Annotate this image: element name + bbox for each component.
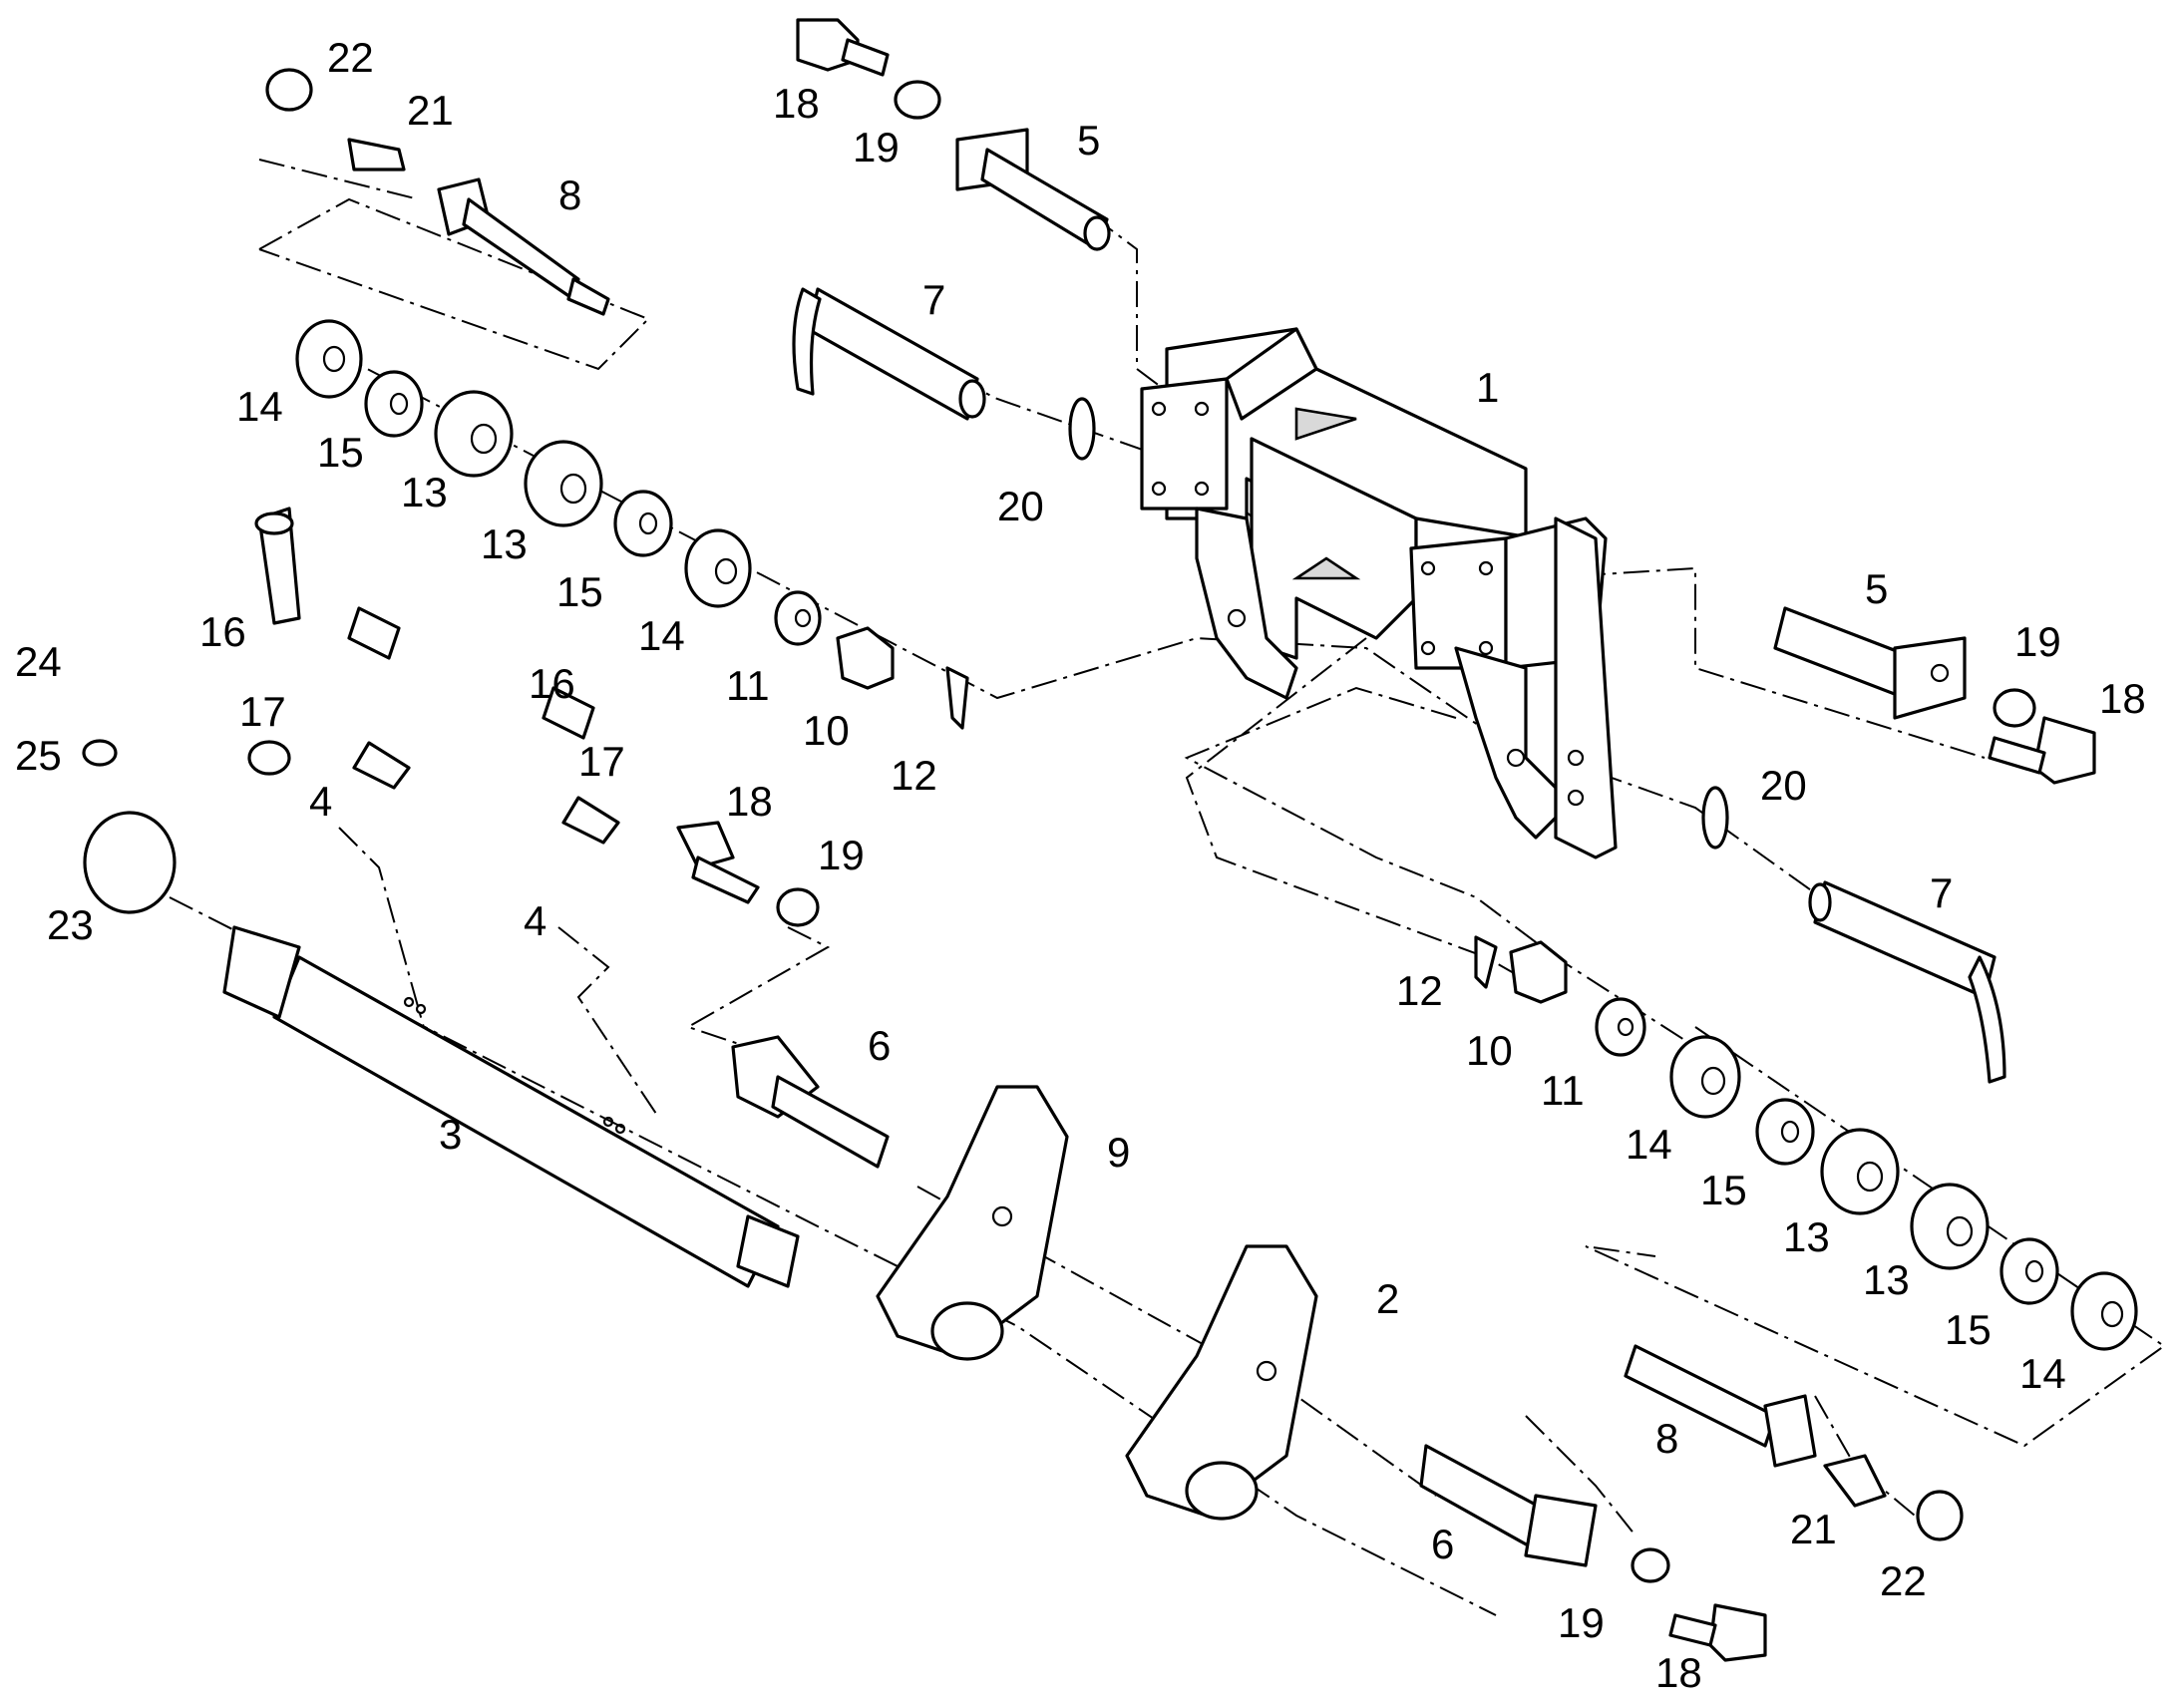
- callout-25: 25: [15, 732, 62, 779]
- callout-15b: 15: [556, 568, 603, 615]
- callout-6b: 6: [1431, 1521, 1454, 1567]
- hardware: [82, 18, 2096, 1662]
- callout-7b: 7: [1930, 869, 1953, 916]
- callout-16: 16: [199, 608, 246, 655]
- callout-16b: 16: [529, 660, 575, 707]
- callout-14: 14: [236, 383, 283, 430]
- callout-14d: 14: [2019, 1350, 2066, 1397]
- callout-21b: 21: [1790, 1506, 1837, 1552]
- callout-6: 6: [868, 1022, 891, 1069]
- callout-21: 21: [407, 87, 454, 134]
- callout-19b: 19: [2014, 618, 2061, 665]
- pin-part-5-right: [1773, 606, 1967, 720]
- callout-22b: 22: [1880, 1557, 1927, 1604]
- callout-13: 13: [401, 469, 448, 515]
- pin-part-5-upper: [955, 128, 1111, 251]
- callout-18: 18: [773, 80, 820, 127]
- pin-part-6-upper: [731, 1035, 890, 1169]
- callout-15: 15: [317, 429, 364, 476]
- pin-part-6-lower: [1419, 1444, 1598, 1567]
- callout-19c: 19: [818, 832, 865, 878]
- callout-15d: 15: [1945, 1306, 1992, 1353]
- callout-24: 24: [15, 638, 62, 685]
- callout-2: 2: [1376, 1275, 1399, 1322]
- callout-18d: 18: [1655, 1649, 1702, 1696]
- callout-18c: 18: [726, 778, 773, 825]
- callout-12: 12: [891, 752, 937, 799]
- callout-5: 5: [1077, 117, 1100, 164]
- pin-part-7-lower: [1808, 880, 2006, 1084]
- shaft-part-3: [222, 925, 800, 1288]
- callout-labels: 1 2 3 4 4 5 5 6 6 7 7 8 8 9 10 10 11 11 …: [15, 34, 2146, 1696]
- callout-10: 10: [803, 707, 850, 754]
- callout-3: 3: [439, 1111, 462, 1158]
- callout-20b: 20: [1760, 762, 1807, 809]
- callout-5b: 5: [1865, 565, 1888, 612]
- pin-part-8-lower: [1624, 1344, 1817, 1468]
- callout-8: 8: [558, 171, 581, 218]
- callout-23: 23: [47, 901, 94, 948]
- callout-11b: 11: [1541, 1067, 1585, 1114]
- callout-4b: 4: [524, 897, 546, 944]
- callout-10b: 10: [1466, 1027, 1513, 1074]
- callout-19d: 19: [1558, 1599, 1605, 1646]
- callout-14b: 14: [638, 612, 685, 659]
- callout-8b: 8: [1655, 1415, 1678, 1462]
- callout-1: 1: [1476, 364, 1499, 411]
- bushing-stack-lower: [1509, 940, 2138, 1351]
- callout-13c: 13: [1783, 1213, 1830, 1260]
- lever-part-9: [876, 1085, 1069, 1361]
- callout-18b: 18: [2099, 675, 2146, 722]
- callout-14c: 14: [1626, 1121, 1672, 1168]
- callout-15c: 15: [1700, 1167, 1747, 1213]
- callout-17b: 17: [578, 738, 625, 785]
- callout-4: 4: [309, 778, 332, 825]
- callout-13b: 13: [481, 520, 528, 567]
- callout-20: 20: [997, 483, 1044, 529]
- bushing-stack-upper: [295, 319, 895, 690]
- pin-part-7-upper: [792, 287, 986, 421]
- pin-part-8-upper: [437, 177, 610, 316]
- lever-part-2: [1125, 1244, 1318, 1521]
- frame-part-1: [1140, 327, 1618, 859]
- callout-17: 17: [239, 688, 286, 735]
- callout-11: 11: [726, 662, 770, 709]
- callout-13d: 13: [1863, 1256, 1910, 1303]
- callout-12b: 12: [1396, 967, 1443, 1014]
- callout-19: 19: [853, 124, 900, 171]
- callout-7: 7: [922, 276, 945, 323]
- callout-9: 9: [1107, 1129, 1130, 1176]
- callout-22: 22: [327, 34, 374, 81]
